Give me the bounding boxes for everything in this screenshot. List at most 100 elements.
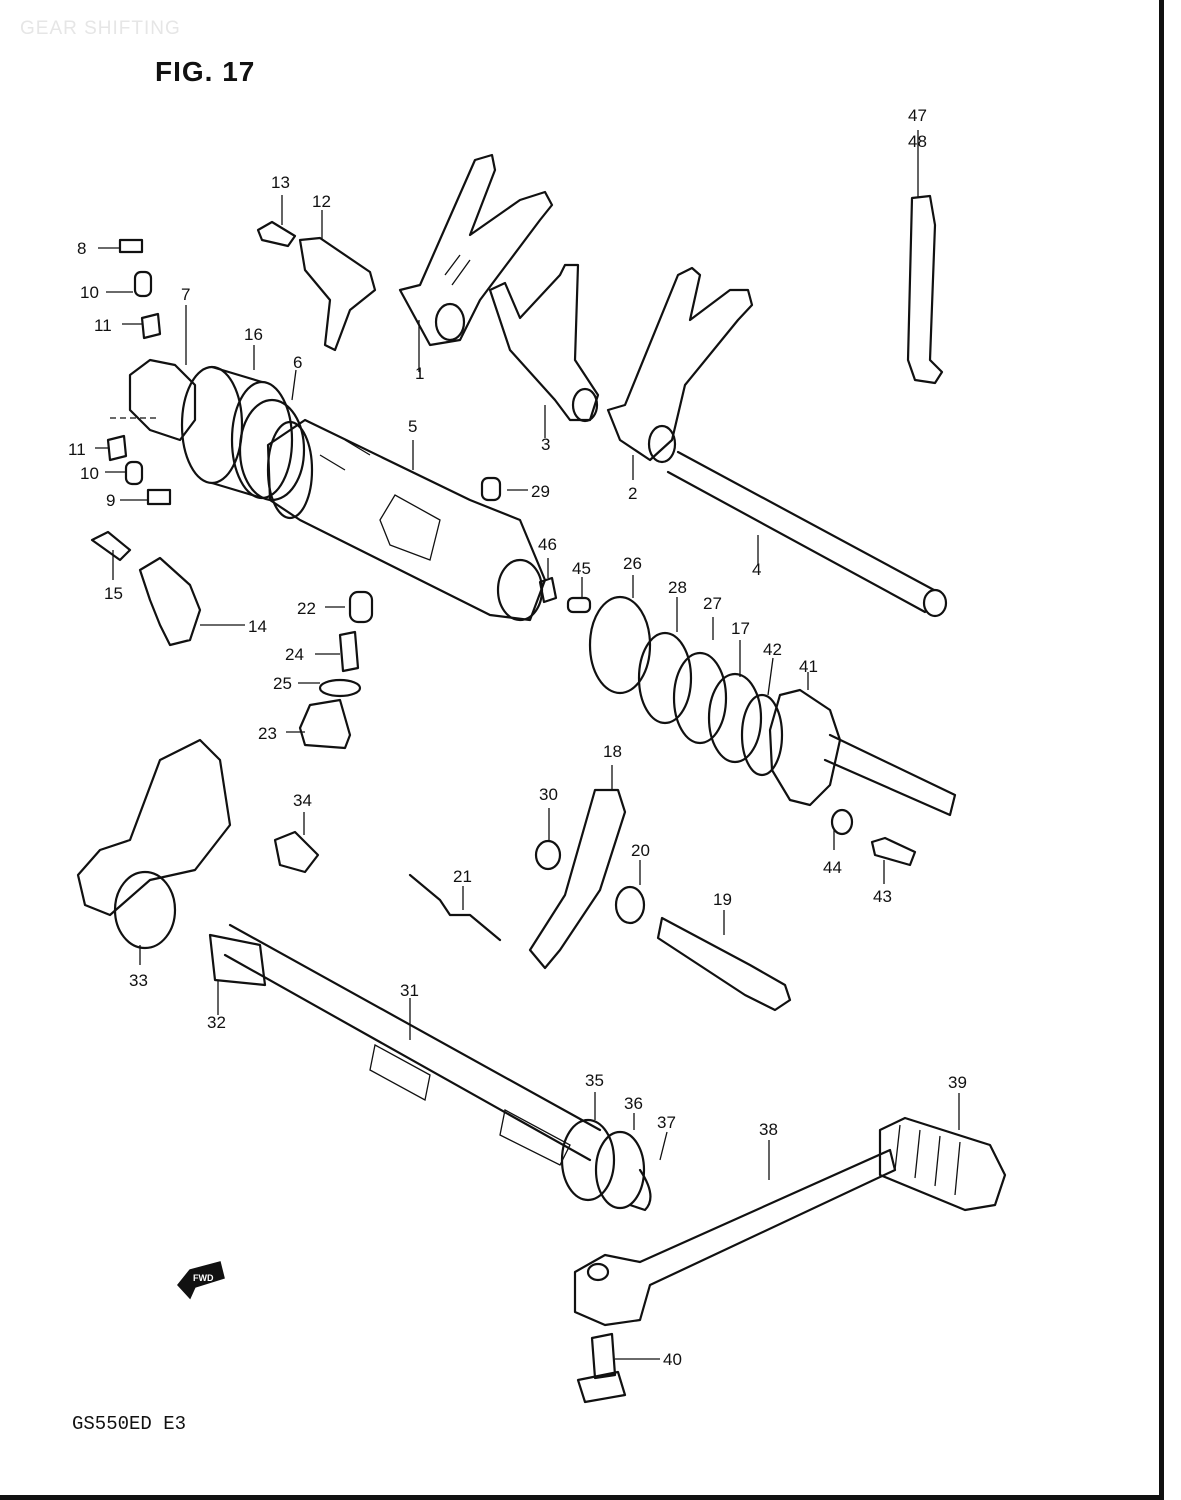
shift-arm-18 <box>528 788 627 970</box>
bolt-40 <box>576 1332 627 1404</box>
bearing-17 <box>707 672 763 764</box>
callout-11-top: 11 <box>94 316 112 335</box>
callout-22: 22 <box>297 599 316 618</box>
callout-3: 3 <box>541 435 550 454</box>
bolt-23 <box>298 698 352 750</box>
callout-12: 12 <box>312 192 331 211</box>
gearshift-shaft <box>76 738 602 1166</box>
washer-35 <box>560 1118 616 1202</box>
callout-38: 38 <box>759 1120 778 1139</box>
shift-fork-2 <box>606 266 754 464</box>
callout-41: 41 <box>799 657 818 676</box>
pin-10-bottom <box>124 460 144 486</box>
spring-21 <box>408 873 502 942</box>
callout-5: 5 <box>408 417 417 436</box>
callout-18: 18 <box>603 742 622 761</box>
callout-42: 42 <box>763 640 782 659</box>
pin-45 <box>566 596 592 614</box>
pin-29 <box>480 476 502 502</box>
pawl-8 <box>118 238 144 254</box>
spring-24 <box>338 630 360 673</box>
callout-14: 14 <box>248 617 267 636</box>
callout-24: 24 <box>285 645 304 664</box>
washer-28 <box>637 631 693 725</box>
cam-stopper-plate <box>138 556 202 647</box>
shift-fork-1 <box>398 153 554 347</box>
callout-13: 13 <box>271 173 290 192</box>
cam-guide-47-48 <box>906 194 944 385</box>
callout-43: 43 <box>873 887 892 906</box>
callout-20: 20 <box>631 841 650 860</box>
stopper-22 <box>348 590 374 624</box>
callout-9: 9 <box>106 491 115 510</box>
screw-15 <box>90 530 132 562</box>
cam-plate-26 <box>588 595 652 695</box>
callout-33: 33 <box>129 971 148 990</box>
callout-25: 25 <box>273 674 292 693</box>
callout-26: 26 <box>623 554 642 573</box>
spring-11-top <box>140 312 162 340</box>
callout-21: 21 <box>453 867 472 886</box>
callout-34: 34 <box>293 791 312 810</box>
callout-28: 28 <box>668 578 687 597</box>
callout-30: 30 <box>539 785 558 804</box>
page-border-bottom <box>0 1495 1164 1500</box>
washer-25 <box>318 678 362 698</box>
callout-labels: 1 2 3 4 5 6 7 8 9 10 10 11 11 12 13 14 1… <box>68 106 967 1369</box>
clip-30 <box>534 839 562 871</box>
callout-2: 2 <box>628 484 637 503</box>
callout-29: 29 <box>531 482 550 501</box>
callout-40: 40 <box>663 1350 682 1369</box>
bolt-19 <box>656 916 792 1012</box>
o-ring-42 <box>740 693 784 777</box>
callout-27: 27 <box>703 594 722 613</box>
fwd-label: FWD <box>193 1273 214 1283</box>
circlip-ring <box>238 398 306 502</box>
callout-23: 23 <box>258 724 277 743</box>
washer-20 <box>614 885 646 925</box>
page-border-right <box>1159 0 1164 1500</box>
callout-44: 44 <box>823 858 842 877</box>
fork-shaft <box>666 450 948 618</box>
gearshift-cam <box>266 418 547 622</box>
callout-8: 8 <box>77 239 86 258</box>
washer-27 <box>672 651 728 745</box>
callout-39: 39 <box>948 1073 967 1092</box>
pawl-9 <box>146 488 172 506</box>
callout-15: 15 <box>104 584 123 603</box>
stopper-plate <box>298 236 377 352</box>
callout-10-top: 10 <box>80 283 99 302</box>
callout-35: 35 <box>585 1071 604 1090</box>
spring-11-bottom <box>106 434 128 462</box>
clip-37 <box>628 1168 652 1212</box>
callout-7: 7 <box>181 285 190 304</box>
cam-driven-gear <box>128 358 197 442</box>
callout-16: 16 <box>244 325 263 344</box>
leader-lines <box>95 130 960 1360</box>
callout-48: 48 <box>908 132 927 151</box>
callout-45: 45 <box>572 559 591 578</box>
washer-36 <box>594 1130 646 1210</box>
callout-36: 36 <box>624 1094 643 1113</box>
callout-31: 31 <box>400 981 419 1000</box>
exploded-parts-diagram: FWD 1 2 3 4 5 6 7 8 9 10 10 11 11 12 13 … <box>68 106 1007 1404</box>
callout-6: 6 <box>293 353 302 372</box>
spring-46 <box>538 576 558 604</box>
bolt-34 <box>273 830 320 874</box>
forward-direction-arrow: FWD <box>177 1261 225 1300</box>
gearshift-lever <box>573 1148 897 1327</box>
callout-10-bottom: 10 <box>80 464 99 483</box>
gearshift-lever-rubber <box>878 1116 1007 1212</box>
callout-37: 37 <box>657 1113 676 1132</box>
section-watermark: GEAR SHIFTING <box>20 18 181 39</box>
shift-fork-3 <box>488 263 600 423</box>
model-code: GS550ED E3 <box>72 1413 187 1435</box>
callout-19: 19 <box>713 890 732 909</box>
gear-position-switch-41 <box>768 688 957 817</box>
callout-11-bottom: 11 <box>68 440 86 459</box>
callout-46: 46 <box>538 535 557 554</box>
callout-32: 32 <box>207 1013 226 1032</box>
screw-43 <box>870 836 917 867</box>
callout-1: 1 <box>415 364 424 383</box>
pin-10-top <box>133 270 153 298</box>
